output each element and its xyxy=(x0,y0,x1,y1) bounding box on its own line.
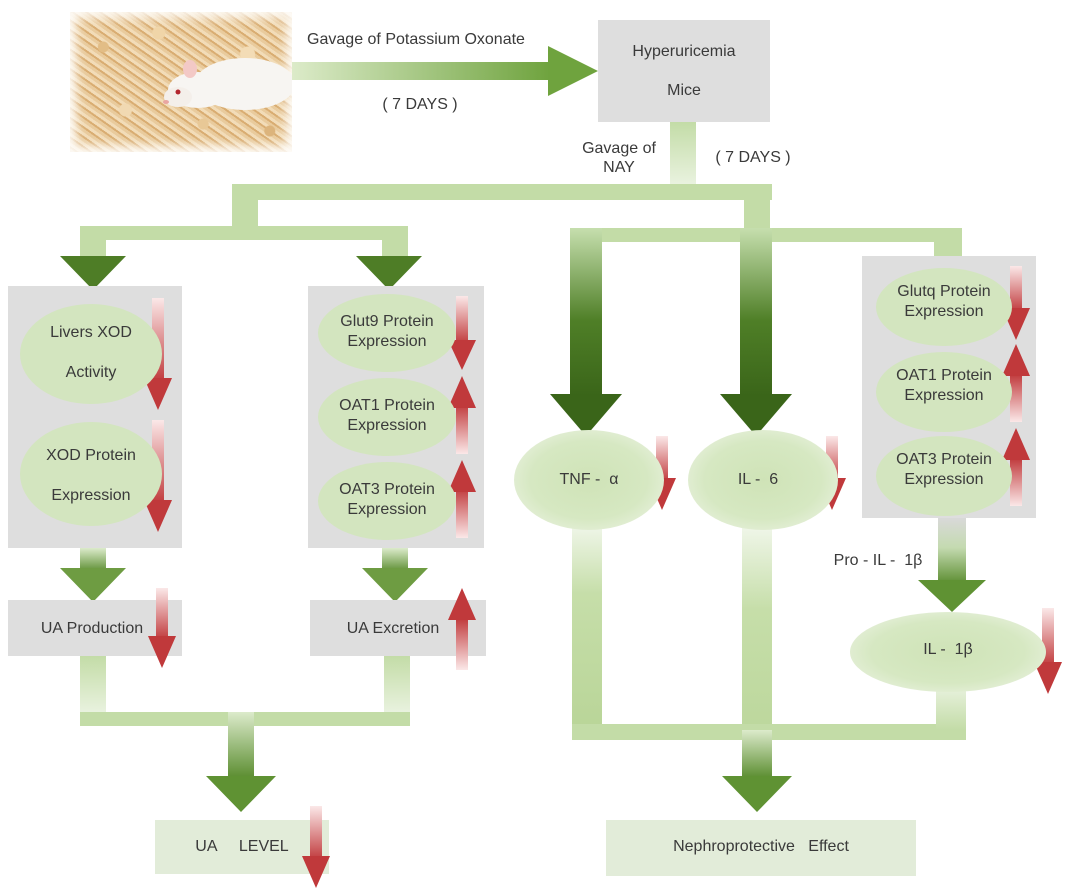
ellipse-glut9 xyxy=(318,294,456,372)
ua-production-label: UA Production xyxy=(40,620,144,637)
arrow-to-nephroprotective xyxy=(722,776,792,812)
il1b-label: IL - 1β xyxy=(923,641,973,658)
branch-bar-main xyxy=(232,184,772,200)
days-label-2: ( 7 DAYS ) xyxy=(715,149,791,166)
red-down-arrow-ua-production xyxy=(148,588,176,668)
ellipse-livers-xod xyxy=(20,304,162,404)
xod-protein-label-1: XOD Protein xyxy=(46,447,136,464)
ellipse-xod-protein xyxy=(20,422,162,526)
days-label-1: ( 7 DAYS ) xyxy=(382,96,458,113)
oat1-right-label-2: Expression xyxy=(904,387,984,404)
nephroprotective-box xyxy=(606,820,916,876)
arrow-to-tnf xyxy=(550,228,622,436)
ellipse-il6 xyxy=(688,430,838,530)
ua-excretion-label: UA Excretion xyxy=(346,620,440,637)
ellipse-glutq xyxy=(876,268,1012,346)
glut9-label-1: Glut9 Protein xyxy=(340,313,434,330)
red-up-arrow-oat1-right xyxy=(1002,344,1030,422)
ua-level-box xyxy=(155,820,329,874)
tnf-label: TNF - α xyxy=(559,471,619,488)
ellipse-oat3 xyxy=(318,462,456,540)
gavage-nay-label-1: Gavage of xyxy=(582,140,656,157)
arrow-pro-il1b xyxy=(918,518,986,612)
arrow-to-il6 xyxy=(720,228,792,436)
oat1-right-label-1: OAT1 Protein xyxy=(896,367,992,384)
stem-main xyxy=(670,122,696,192)
red-up-arrow-oat3 xyxy=(448,460,476,538)
glutq-label-2: Expression xyxy=(904,303,984,320)
red-down-arrow-ua-level xyxy=(302,806,330,888)
red-down-arrow-glut9 xyxy=(448,296,476,370)
tnf-stem xyxy=(572,520,602,730)
nephroprotective-label: Nephroprotective Effect xyxy=(673,838,849,855)
mouse-photo xyxy=(70,12,292,152)
arrow-to-ua-excretion xyxy=(362,548,428,602)
branch-left-stem xyxy=(232,184,258,230)
ua-level-label: UA LEVEL xyxy=(195,838,289,855)
ellipse-il1b xyxy=(850,612,1046,692)
oat3-right-label-2: Expression xyxy=(904,471,984,488)
oat1-label-1: OAT1 Protein xyxy=(339,397,435,414)
oat3-label-1: OAT3 Protein xyxy=(339,481,435,498)
arrow-oxonate xyxy=(292,46,598,96)
mice-label: Mice xyxy=(667,82,701,99)
red-up-arrow-oat3-right xyxy=(1002,428,1030,506)
il6-label: IL - 6 xyxy=(737,471,779,488)
hyperuricemia-box xyxy=(598,20,770,122)
ellipse-oat1 xyxy=(318,378,456,456)
oat3-right-label-1: OAT3 Protein xyxy=(896,451,992,468)
oat1-label-2: Expression xyxy=(347,417,427,434)
branch-left-bar xyxy=(80,226,408,240)
xod-protein-label-2: Expression xyxy=(51,487,131,504)
mouse-icon xyxy=(163,58,292,110)
red-up-arrow-oat1 xyxy=(448,376,476,454)
ellipse-oat1-right xyxy=(876,352,1012,432)
livers-xod-label-2: Activity xyxy=(65,364,117,381)
ellipse-tnf xyxy=(514,430,664,530)
hyperuricemia-label: Hyperuricemia xyxy=(632,43,736,60)
red-up-arrow-ua-excretion xyxy=(448,588,476,670)
arrow-to-ua-production xyxy=(60,548,126,602)
arrow-to-ua-level xyxy=(206,776,276,812)
glutq-label-1: Glutq Protein xyxy=(897,283,991,300)
ellipse-oat3-right xyxy=(876,436,1012,516)
oat3-label-2: Expression xyxy=(347,501,427,518)
gavage-nay-label-2: NAY xyxy=(603,159,635,176)
arrow-to-kidney xyxy=(356,256,422,290)
glut9-label-2: Expression xyxy=(347,333,427,350)
pro-il1b-label: Pro - IL - 1β xyxy=(833,552,923,569)
arrow-to-liver xyxy=(60,256,126,290)
livers-xod-label-1: Livers XOD xyxy=(50,324,132,341)
gavage-potassium-label: Gavage of Potassium Oxonate xyxy=(307,31,525,48)
